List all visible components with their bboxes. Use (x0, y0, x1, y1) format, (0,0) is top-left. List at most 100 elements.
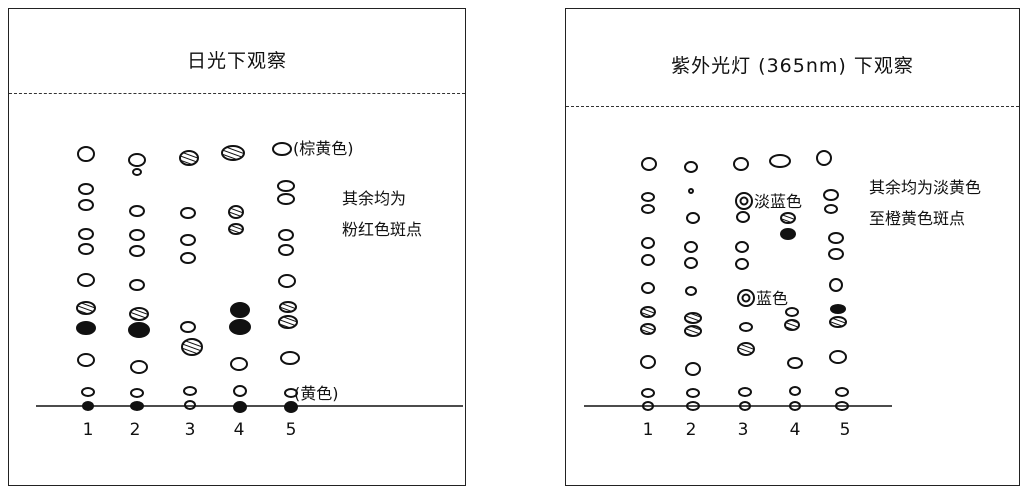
spot (829, 278, 843, 292)
spot (130, 360, 148, 374)
spot (640, 355, 656, 369)
spot (129, 229, 145, 241)
spot (684, 325, 702, 337)
spot (816, 150, 832, 166)
lane-label: 2 (130, 420, 141, 440)
spot (180, 207, 196, 219)
spot (641, 204, 655, 214)
spot (686, 401, 700, 411)
spot (641, 237, 655, 249)
daylight-tlc-plate: 1 2 3 4 5 (棕黄色) (黄色) (36, 139, 463, 440)
spot (686, 212, 700, 224)
spot (229, 319, 251, 335)
spot (739, 196, 749, 206)
spot (789, 386, 801, 396)
spot (835, 401, 849, 411)
spot (830, 304, 846, 314)
spot (179, 150, 199, 166)
spot (180, 321, 196, 333)
spot (835, 387, 849, 397)
spot (78, 199, 94, 211)
spot (789, 401, 801, 411)
spot (829, 350, 847, 364)
spot (228, 223, 244, 235)
spot (180, 252, 196, 264)
spot (641, 282, 655, 294)
daylight-panel: 日光下观察 (8, 8, 466, 486)
spot (78, 183, 94, 195)
spot (737, 342, 755, 356)
spot (278, 315, 298, 329)
spot (737, 289, 755, 307)
spot (769, 154, 791, 168)
spot (129, 279, 145, 291)
spot (272, 142, 292, 156)
lane-label: 1 (643, 420, 654, 440)
spot (278, 229, 294, 241)
lane-label: 1 (83, 420, 94, 440)
uv-tlc-plate: 1 2 3 4 5 淡蓝色 蓝色 (584, 150, 892, 440)
spot (228, 205, 244, 219)
spot (684, 257, 698, 269)
spot (184, 400, 196, 410)
lane-label: 4 (790, 420, 801, 440)
spot (641, 388, 655, 398)
spot (183, 386, 197, 396)
spot (735, 258, 749, 270)
spot (279, 301, 297, 313)
spot (784, 319, 800, 331)
spot (741, 293, 751, 303)
spot (284, 401, 298, 413)
spot (824, 204, 838, 214)
spot (82, 401, 94, 411)
spot (233, 401, 247, 413)
spot (230, 357, 248, 371)
spot (685, 286, 697, 296)
spot (828, 248, 844, 260)
spot (81, 387, 95, 397)
spot (829, 316, 847, 328)
spot (642, 401, 654, 411)
spot (685, 362, 701, 376)
note-line: 其余均为淡黄色 (869, 178, 982, 197)
spot (278, 244, 294, 256)
dashed-divider (9, 93, 465, 94)
spot (823, 189, 839, 201)
spot (77, 273, 95, 287)
spot (739, 322, 753, 332)
spot (233, 385, 247, 397)
spot (640, 306, 656, 318)
spot (221, 145, 245, 161)
spot (277, 193, 295, 205)
spot (129, 205, 145, 217)
lane-label: 2 (686, 420, 697, 440)
spot (785, 307, 799, 317)
spot (828, 232, 844, 244)
spot (78, 243, 94, 255)
note-line: 其余均为 (342, 189, 407, 208)
spot (277, 180, 295, 192)
spot (230, 302, 250, 318)
light-blue-label: 淡蓝色 (754, 192, 802, 211)
lane-label: 5 (286, 420, 297, 440)
spot (76, 301, 96, 315)
spot (130, 388, 144, 398)
spot (787, 357, 803, 369)
dashed-divider (566, 106, 1019, 107)
yellow-label: (黄色) (294, 384, 339, 403)
spot (129, 307, 149, 321)
spot (180, 234, 196, 246)
lane-label: 3 (185, 420, 196, 440)
spot (278, 274, 296, 288)
lane-label: 5 (840, 420, 851, 440)
spot (684, 312, 702, 324)
spot (780, 228, 796, 240)
uv-note: 其余均为淡黄色 至橙黄色斑点 (869, 172, 981, 234)
spot (684, 241, 698, 253)
spot (641, 157, 657, 171)
lane-label: 4 (234, 420, 245, 440)
spot (130, 401, 144, 411)
spot (76, 321, 96, 335)
daylight-note: 其余均为 粉红色斑点 (342, 183, 422, 245)
spot (739, 401, 751, 411)
